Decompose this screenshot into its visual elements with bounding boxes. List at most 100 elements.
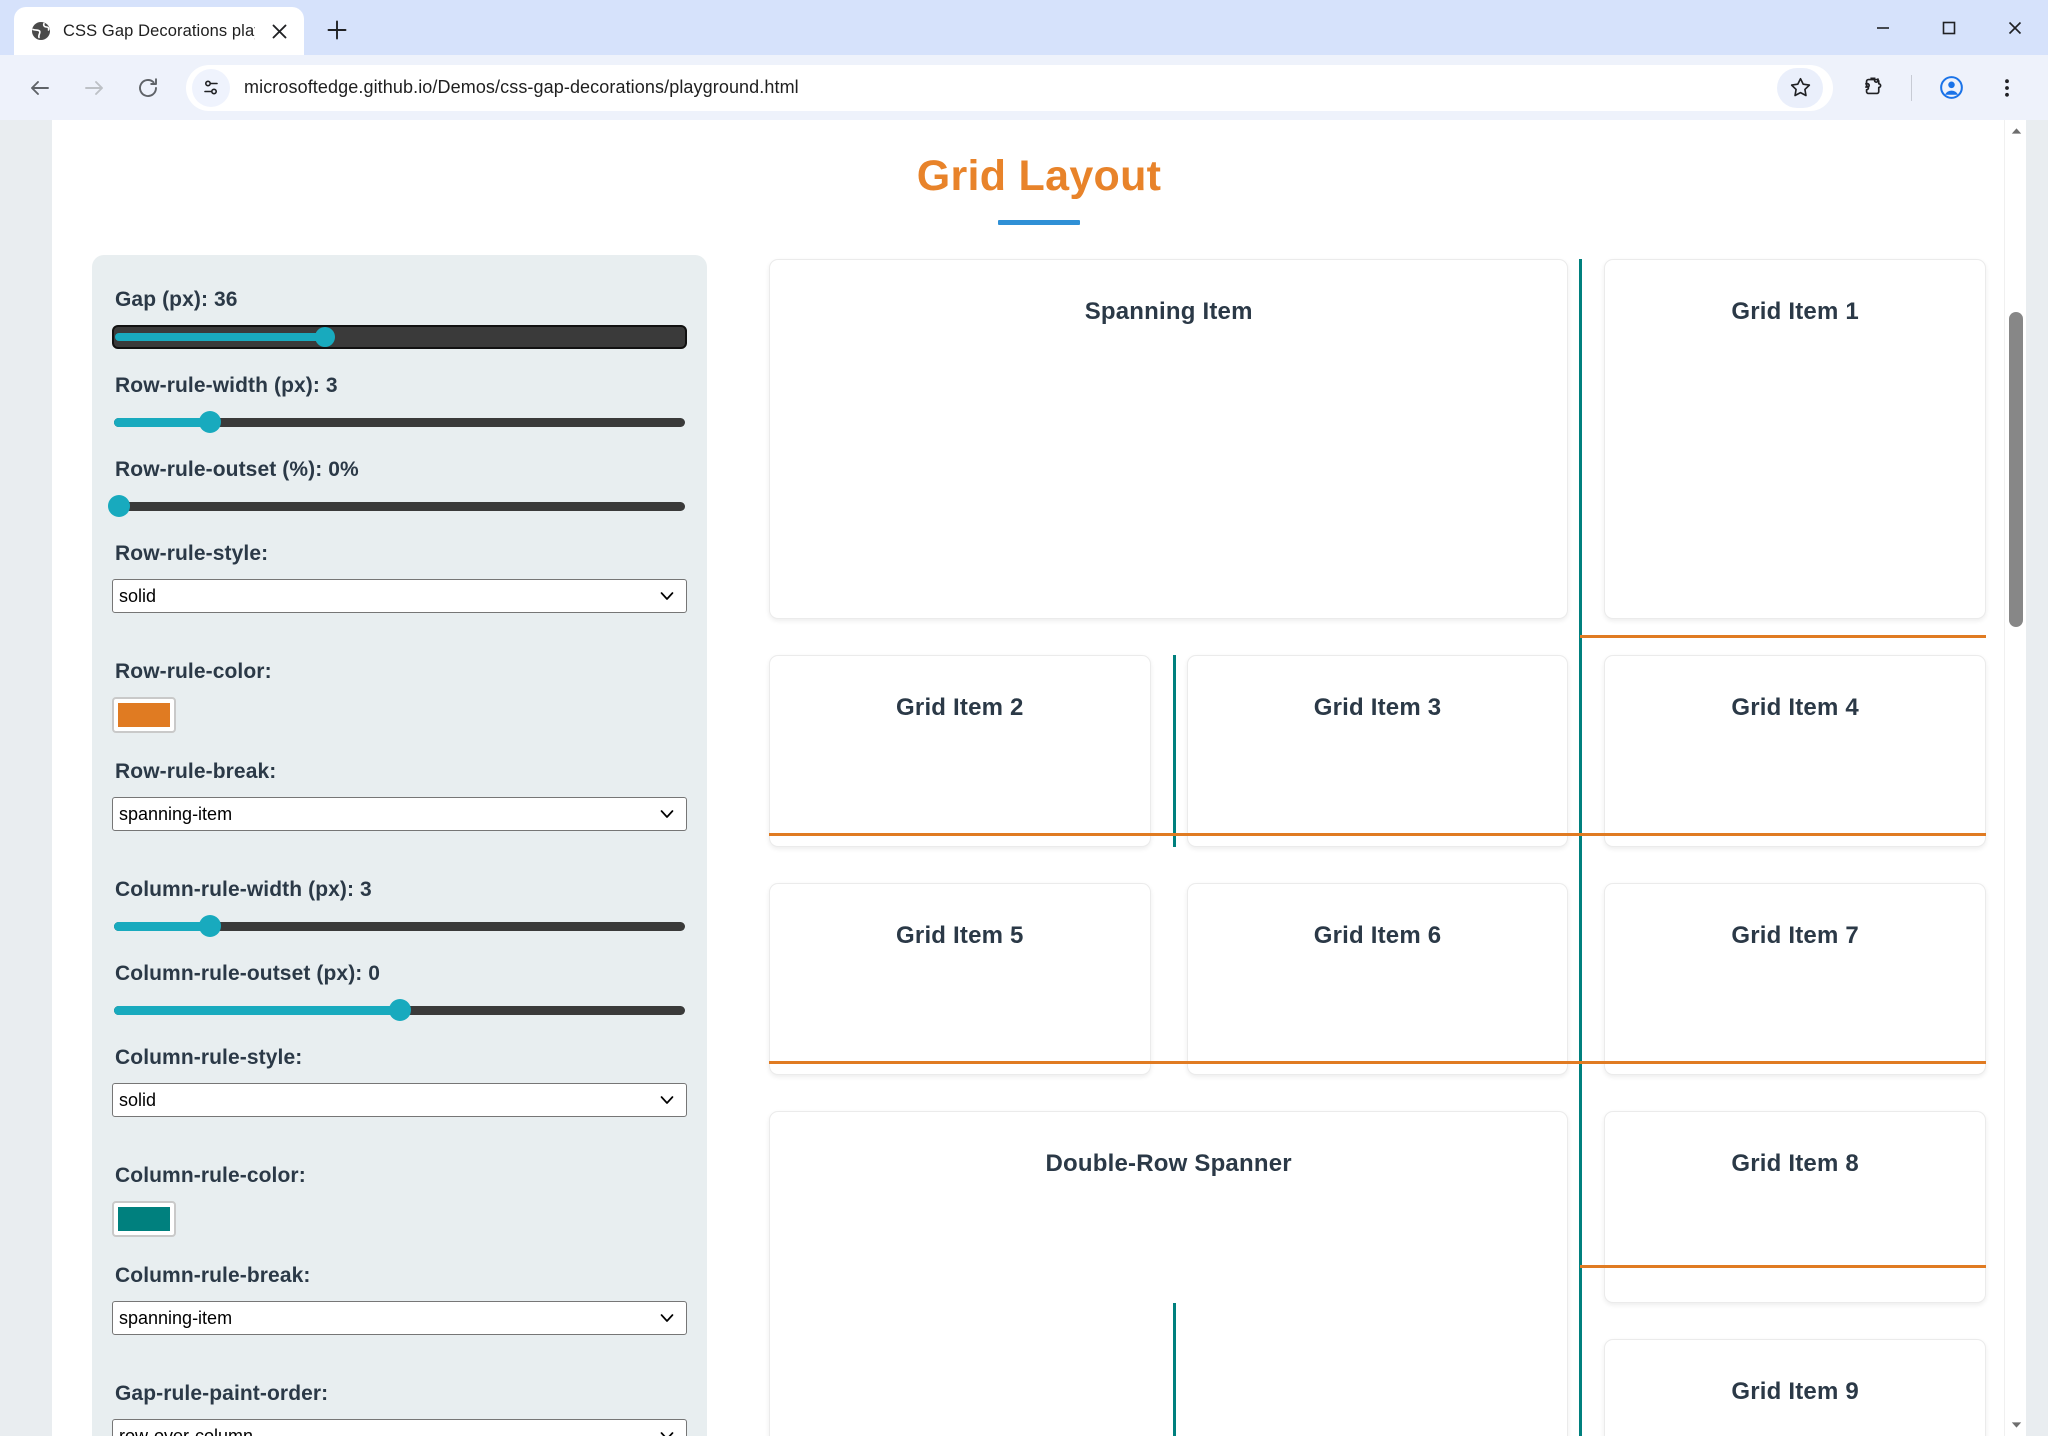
control-label: Column-rule-outset (px): 0 bbox=[115, 962, 381, 985]
gap-slider[interactable] bbox=[112, 325, 687, 349]
reload-button[interactable] bbox=[124, 64, 172, 112]
profile-button[interactable] bbox=[1926, 63, 1976, 113]
control-label: Row-rule-break: bbox=[115, 760, 277, 783]
demo-grid: Spanning Item Grid Item 1 Grid Item 2 Gr… bbox=[769, 259, 1986, 1436]
grid-cell-3[interactable]: Grid Item 3 bbox=[1186, 655, 1569, 847]
window-controls bbox=[1850, 0, 2048, 55]
control-label: Row-rule-color: bbox=[115, 660, 272, 683]
control-label: Row-rule-style: bbox=[115, 542, 269, 565]
grid-cell-2[interactable]: Grid Item 2 bbox=[769, 655, 1151, 847]
slider-thumb[interactable] bbox=[198, 915, 221, 937]
column-rule-break-wrap: spanning-item bbox=[112, 1301, 687, 1362]
column-rule-2-full bbox=[1578, 259, 1582, 1436]
control-row-rule-style: Row-rule-style: solid bbox=[112, 542, 687, 640]
plus-icon bbox=[327, 20, 347, 40]
scrollbar-thumb[interactable] bbox=[2009, 312, 2023, 627]
control-label: Row-rule-outset (%): 0% bbox=[115, 458, 359, 481]
gap-rule-paint-order-wrap: row-over-column bbox=[112, 1419, 687, 1436]
slider-thumb[interactable] bbox=[315, 327, 336, 347]
grid-cell-1[interactable]: Grid Item 1 bbox=[1604, 259, 1986, 619]
url-text[interactable]: microsoftedge.github.io/Demos/css-gap-de… bbox=[244, 77, 799, 97]
title-underline bbox=[998, 220, 1080, 225]
close-icon[interactable] bbox=[266, 18, 292, 44]
page-content: Grid Layout Gap (px): 36 bbox=[52, 120, 2026, 1436]
column-rule-style-select[interactable]: solid bbox=[112, 1083, 687, 1117]
slider-thumb[interactable] bbox=[388, 999, 411, 1021]
bookmark-button[interactable] bbox=[1777, 67, 1823, 108]
page-viewport: Grid Layout Gap (px): 36 bbox=[0, 120, 2048, 1436]
three-dot-menu-icon bbox=[2005, 78, 2009, 97]
control-label: Row-rule-width (px): 3 bbox=[115, 374, 338, 397]
slider-thumb[interactable] bbox=[198, 411, 221, 433]
grid-cell-4[interactable]: Grid Item 4 bbox=[1604, 655, 1986, 847]
grid-cell-6[interactable]: Grid Item 6 bbox=[1186, 883, 1569, 1075]
control-label: Column-rule-width (px): 3 bbox=[115, 878, 372, 901]
site-settings-icon[interactable] bbox=[192, 68, 230, 107]
slider-fill bbox=[115, 333, 327, 341]
control-row-rule-outset: Row-rule-outset (%): 0% bbox=[107, 458, 687, 517]
toolbar-divider bbox=[1911, 74, 1912, 101]
maximize-button[interactable] bbox=[1916, 0, 1982, 55]
tab-strip: CSS Gap Decorations playground bbox=[0, 0, 2048, 55]
control-column-rule-width: Column-rule-width (px): 3 bbox=[112, 878, 687, 937]
gap-rule-paint-order-select[interactable]: row-over-column bbox=[112, 1419, 687, 1436]
reload-icon bbox=[139, 77, 157, 97]
page-title: Grid Layout bbox=[916, 152, 1162, 200]
grid-cell-8[interactable]: Grid Item 8 bbox=[1604, 1111, 1986, 1303]
column-rule-color-picker[interactable] bbox=[112, 1201, 176, 1237]
back-arrow-icon bbox=[31, 80, 49, 95]
slider-track bbox=[114, 502, 685, 511]
slider-fill bbox=[114, 418, 212, 427]
new-tab-button[interactable] bbox=[314, 7, 360, 53]
column-rule-width-slider[interactable] bbox=[112, 915, 687, 937]
grid-cell-spanning-item[interactable]: Spanning Item bbox=[769, 259, 1569, 619]
extensions-button[interactable] bbox=[1847, 63, 1897, 113]
row-rule-break-select[interactable]: spanning-item bbox=[112, 797, 687, 831]
slider-track bbox=[114, 922, 685, 931]
slider-fill bbox=[114, 1006, 402, 1015]
web-page: Grid Layout Gap (px): 36 bbox=[52, 120, 2026, 1436]
forward-button[interactable] bbox=[70, 64, 118, 112]
row-rule-break-wrap: spanning-item bbox=[112, 797, 687, 858]
control-row-rule-color: Row-rule-color: bbox=[112, 660, 687, 733]
row-rule-col3-r1-r2 bbox=[1580, 635, 1986, 638]
extensions-puzzle-icon bbox=[1864, 77, 1881, 95]
control-column-rule-break: Column-rule-break: spanning-item bbox=[112, 1264, 687, 1362]
address-bar[interactable]: microsoftedge.github.io/Demos/css-gap-de… bbox=[186, 64, 1833, 111]
cell-label: Spanning Item bbox=[1084, 298, 1253, 325]
row-rule-width-slider[interactable] bbox=[112, 411, 687, 433]
slider-track bbox=[114, 418, 685, 427]
scroll-down-arrow-icon[interactable] bbox=[2005, 1414, 2026, 1436]
browser-menu-button[interactable] bbox=[1982, 63, 2032, 113]
column-rule-style-wrap: solid bbox=[112, 1083, 687, 1144]
control-row-rule-break: Row-rule-break: spanning-item bbox=[112, 760, 687, 858]
control-row-rule-width: Row-rule-width (px): 3 bbox=[112, 374, 687, 433]
slider-track bbox=[115, 333, 684, 341]
browser-tab[interactable]: CSS Gap Decorations playground bbox=[14, 7, 304, 55]
control-column-rule-color: Column-rule-color: bbox=[112, 1164, 687, 1237]
row-rule-color-picker[interactable] bbox=[112, 697, 176, 733]
color-swatch bbox=[118, 703, 170, 727]
grid-cell-5[interactable]: Grid Item 5 bbox=[769, 883, 1151, 1075]
slider-thumb[interactable] bbox=[107, 495, 130, 517]
row-rule-outset-slider[interactable] bbox=[107, 495, 687, 517]
controls-panel: Gap (px): 36 Row-rule-width (px): 3 bbox=[92, 255, 707, 1436]
row-rule-style-select[interactable]: solid bbox=[112, 579, 687, 613]
minimize-button[interactable] bbox=[1850, 0, 1916, 55]
cell-label: Grid Item 9 bbox=[1731, 1378, 1859, 1405]
tab-title: CSS Gap Decorations playground bbox=[63, 21, 255, 40]
grid-cell-7[interactable]: Grid Item 7 bbox=[1604, 883, 1986, 1075]
grid-cell-double-row-spanner[interactable]: Double-Row Spanner bbox=[769, 1111, 1569, 1436]
row-rule-style-wrap: solid bbox=[112, 579, 687, 640]
slider-fill bbox=[114, 922, 212, 931]
back-button[interactable] bbox=[16, 64, 64, 112]
grid-preview-area: Spanning Item Grid Item 1 Grid Item 2 Gr… bbox=[769, 255, 1986, 1436]
column-rule-break-select[interactable]: spanning-item bbox=[112, 1301, 687, 1335]
window-close-button[interactable] bbox=[1982, 0, 2048, 55]
column-rule-1-upper bbox=[1173, 655, 1177, 847]
scroll-up-arrow-icon[interactable] bbox=[2005, 120, 2026, 142]
column-rule-outset-slider[interactable] bbox=[112, 999, 687, 1021]
control-label: Column-rule-break: bbox=[115, 1264, 311, 1287]
grid-cell-9[interactable]: Grid Item 9 bbox=[1604, 1339, 1986, 1436]
page-scrollbar[interactable] bbox=[2004, 120, 2026, 1436]
